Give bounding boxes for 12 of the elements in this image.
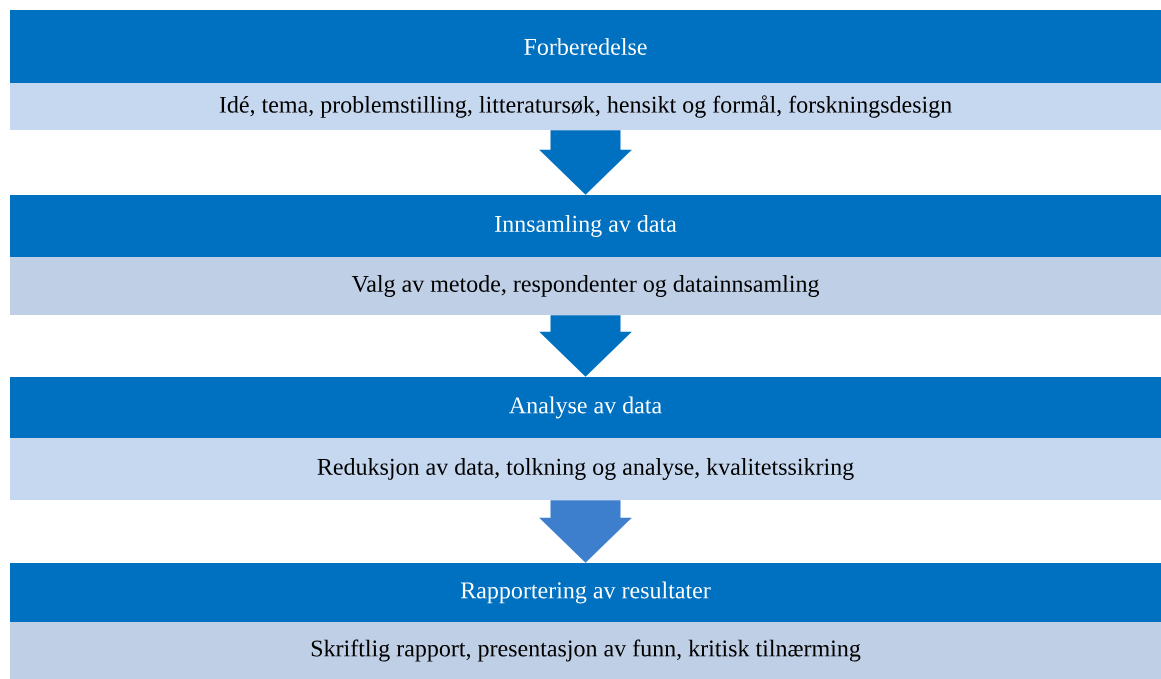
stage-box bbox=[10, 377, 1161, 500]
stage-box bbox=[10, 10, 1161, 130]
description-text: Valg av metode, respondenter og datainnsamling bbox=[351, 275, 820, 297]
header-bar: Analyse av data bbox=[10, 377, 1161, 438]
stage-box bbox=[10, 195, 1161, 315]
header-bar: Forberedelse bbox=[10, 10, 1161, 83]
description-text: Reduksjon av data, tolkning og analyse, kvalitetssikring bbox=[317, 458, 854, 480]
description-text: Idé, tema, problemstilling, litteratursøk, hensikt og formål, forskningsdesign bbox=[219, 95, 952, 118]
stage-box bbox=[10, 563, 1161, 679]
header-bar: Rapportering av resultater bbox=[10, 563, 1161, 622]
header-bar: Innsamling av data bbox=[10, 195, 1161, 257]
description-text: Skriftlig rapport, presentasjon av funn, kritisk tilnærming bbox=[311, 639, 861, 662]
